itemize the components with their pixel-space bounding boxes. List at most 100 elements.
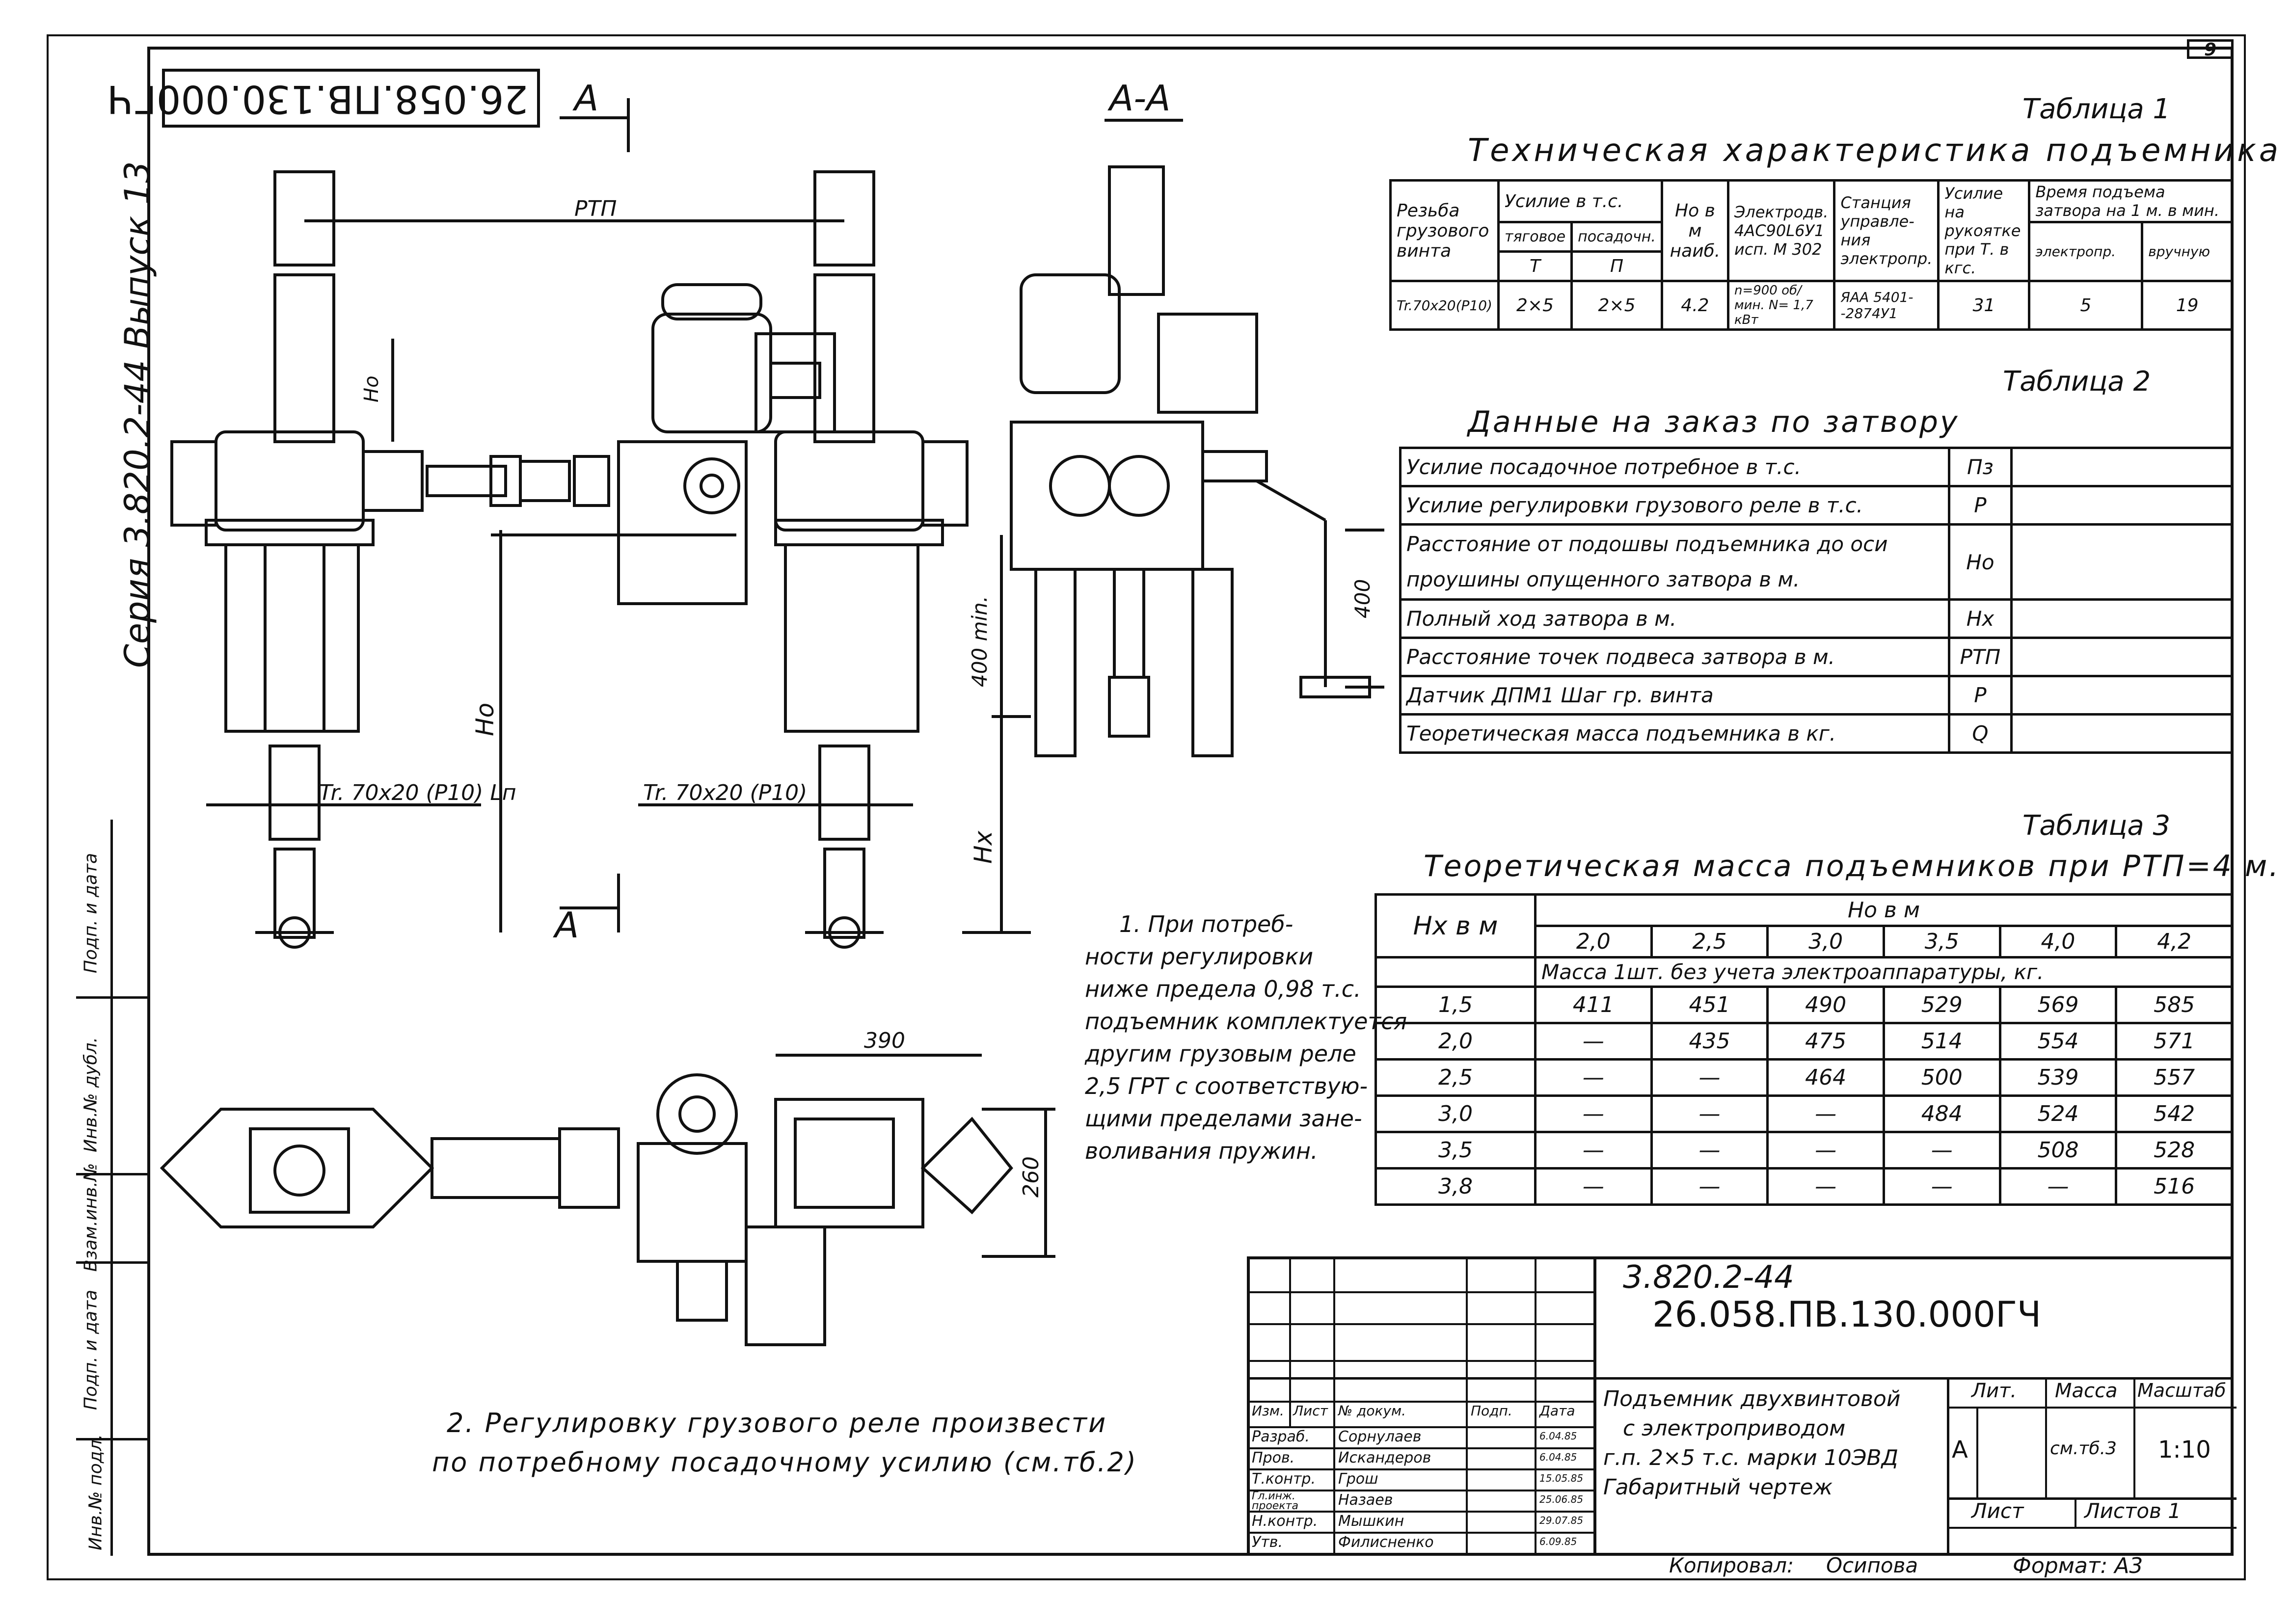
- t3-r4-c2: —: [1766, 1131, 1885, 1170]
- t3-r4-hx: 3,5: [1375, 1131, 1536, 1170]
- copied-name: Осипова: [1826, 1553, 1918, 1577]
- thread-right-label: Tr. 70x20 (P10): [643, 780, 807, 805]
- t2-row5-sym: Р: [1948, 675, 2013, 716]
- t1-h-T: Т: [1497, 250, 1573, 282]
- t3-r1-c0: —: [1534, 1022, 1653, 1061]
- tb-name-area: Подъемник двухвинтовой с электроприводом…: [1603, 1384, 1900, 1502]
- tb-date: 25.06.85: [1539, 1493, 1584, 1505]
- t3-r2-c3: 500: [1882, 1058, 2001, 1097]
- section-mark-a-top: А: [572, 78, 598, 119]
- t3-ho-3: 3,5: [1882, 925, 2001, 958]
- note1-line: 2,5 ГРТ с соответствую-: [1085, 1073, 1368, 1099]
- tb-date: 15.05.85: [1539, 1472, 1584, 1484]
- t3-r0-c0: 411: [1534, 985, 1653, 1024]
- t3-r5-c4: —: [1998, 1167, 2118, 1206]
- dim-390-label: 390: [864, 1028, 905, 1053]
- tb-name-line: с электроприводом: [1623, 1416, 1846, 1441]
- t3-r0-c2: 490: [1766, 985, 1885, 1024]
- note2-line: по потребному посадочному усилию (см.тб.…: [432, 1447, 1137, 1478]
- tb-name-line: Подъемник двухвинтовой: [1603, 1386, 1901, 1411]
- hx-label: Нx: [969, 830, 997, 864]
- rtp-label: РТП: [574, 196, 617, 221]
- t1-h-manual: вручную: [2141, 221, 2234, 282]
- tb-date: 6.04.85: [1539, 1451, 1577, 1463]
- t3-r2-c5: 557: [2115, 1058, 2234, 1097]
- t1-h-seat: посадочн.: [1570, 221, 1663, 253]
- t3-r2-c0: —: [1534, 1058, 1653, 1097]
- outer-border: [47, 34, 2246, 1580]
- table3: Нx в м Нo в м 2,0 2,5 3,0 3,5 4,0 4,2 Ма…: [1375, 893, 2234, 1206]
- t3-r4-c5: 528: [2115, 1131, 2234, 1170]
- t2-row2-label: Расстояние от подошвы подъемника до оси …: [1399, 523, 1951, 601]
- table1: Резьба грузового винта Усилие в т.с. Но …: [1389, 179, 2234, 331]
- t3-r0-c4: 569: [1998, 985, 2118, 1024]
- t3-r4-c0: —: [1534, 1131, 1653, 1170]
- t1-h-ho: Но в м наиб.: [1660, 179, 1729, 282]
- tb-sheets-label: Листов 1: [2084, 1499, 2181, 1523]
- t2-row1-sym: Р: [1948, 485, 2013, 526]
- tb-scale-value: 1:10: [2158, 1436, 2211, 1464]
- t3-r5-c2: —: [1766, 1167, 1885, 1206]
- note-2: 2. Регулировку грузового реле произвести…: [432, 1404, 1137, 1482]
- t1-ho: 4.2: [1660, 280, 1729, 331]
- tb-role: Утв.: [1252, 1534, 1283, 1551]
- tb-col-izm: Изм.: [1252, 1403, 1284, 1419]
- t1-h-handle: Усилие на рукоятке при Т. в кгс.: [1937, 179, 2031, 282]
- t1-T: 2×5: [1497, 280, 1573, 331]
- section-mark-a-bottom: А: [553, 905, 579, 946]
- table2-caption: Таблица 2: [2003, 366, 2151, 398]
- t3-r1-hx: 2,0: [1375, 1022, 1536, 1061]
- tb-name-line: г.п. 2×5 т.с. марки 10ЭВД: [1603, 1445, 1898, 1470]
- table1-caption: Таблица 1: [2022, 93, 2171, 125]
- format-label: Формат: А3: [2013, 1553, 2143, 1578]
- t3-r3-c0: —: [1534, 1094, 1653, 1133]
- t1-P: 2×5: [1570, 280, 1663, 331]
- dim-260-label: 260: [1019, 1156, 1044, 1198]
- thread-left-label: Tr. 70x20 (P10) Lп: [319, 780, 516, 805]
- tb-date: 6.04.85: [1539, 1430, 1577, 1442]
- tb-name: Мышкин: [1338, 1513, 1404, 1530]
- left-strip: Инв.№ подл. Подп. и дата Взам.инв.№ Инв.…: [76, 820, 150, 1556]
- t3-r4-c3: —: [1882, 1131, 2001, 1170]
- tb-lit-value: А: [1952, 1436, 1968, 1464]
- t3-r2-c4: 539: [1998, 1058, 2118, 1097]
- t3-r3-c2: —: [1766, 1094, 1885, 1133]
- t2-row4-label: Расстояние точек подвеса затвора в м.: [1399, 637, 1951, 677]
- tb-date: 6.09.85: [1539, 1536, 1577, 1547]
- t3-r0-hx: 1,5: [1375, 985, 1536, 1024]
- t1-handle: 31: [1937, 280, 2031, 331]
- t2-row3-sym: Нx: [1948, 598, 2013, 639]
- tb-sheet-label: Лист: [1971, 1499, 2024, 1523]
- t1-h-motor: Электродв. 4АС90L6У1 исп. М 302: [1726, 179, 1836, 282]
- t3-r3-c1: —: [1650, 1094, 1769, 1133]
- t2-row0-label: Усилие посадочное потребное в т.с.: [1399, 447, 1951, 487]
- page-number-box: 9: [2187, 39, 2234, 60]
- table2-title: Данные на заказ по затвору: [1468, 405, 1960, 439]
- note1-line: ниже предела 0,98 т.с.: [1085, 976, 1361, 1002]
- t2-row1-label: Усилие регулировки грузового реле в т.с.: [1399, 485, 1951, 526]
- tb-role: Пров.: [1252, 1449, 1295, 1466]
- t3-r1-c1: 435: [1650, 1022, 1769, 1061]
- t3-ho-header: Нo в м: [1534, 893, 2234, 927]
- t2-row2-sym: Нo: [1948, 523, 2013, 601]
- tb-role: Н.контр.: [1252, 1513, 1318, 1530]
- tb-series-code: 3.820.2-44: [1623, 1259, 1794, 1296]
- t3-r4-c4: 508: [1998, 1131, 2118, 1170]
- note1-line: другим грузовым реле: [1085, 1040, 1356, 1067]
- t1-h-effort: Усилие в т.с.: [1497, 179, 1663, 223]
- t3-r5-c0: —: [1534, 1167, 1653, 1206]
- tb-role: Гл.инж. проекта: [1252, 1490, 1298, 1512]
- t3-r5-c5: 516: [2115, 1167, 2234, 1206]
- tb-date: 29.07.85: [1539, 1515, 1584, 1526]
- t3-r1-c4: 554: [1998, 1022, 2118, 1061]
- t3-r1-c5: 571: [2115, 1022, 2234, 1061]
- dim-400min-label: 400 min.: [968, 596, 992, 687]
- t2-row6-sym: Q: [1948, 713, 2013, 754]
- t3-ho-4: 4,0: [1998, 925, 2118, 958]
- inner-border: [147, 47, 2234, 1556]
- t2-row5-label: Датчик ДПМ1 Шаг гр. винта: [1399, 675, 1951, 716]
- t2-row3-label: Полный ход затвора в м.: [1399, 598, 1951, 639]
- tb-scale-label: Масштаб: [2137, 1380, 2226, 1401]
- t3-ho-1: 2,5: [1650, 925, 1769, 958]
- tb-mass-label: Масса: [2055, 1380, 2118, 1402]
